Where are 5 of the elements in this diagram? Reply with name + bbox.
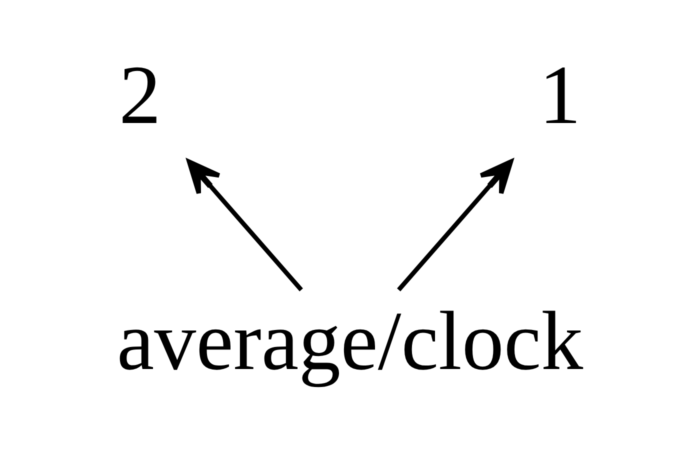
arrow	[397, 159, 514, 292]
arrow	[186, 159, 303, 292]
node-text: 2	[119, 49, 161, 142]
node-text: average/clock	[116, 295, 584, 388]
node-text: 1	[539, 49, 581, 142]
